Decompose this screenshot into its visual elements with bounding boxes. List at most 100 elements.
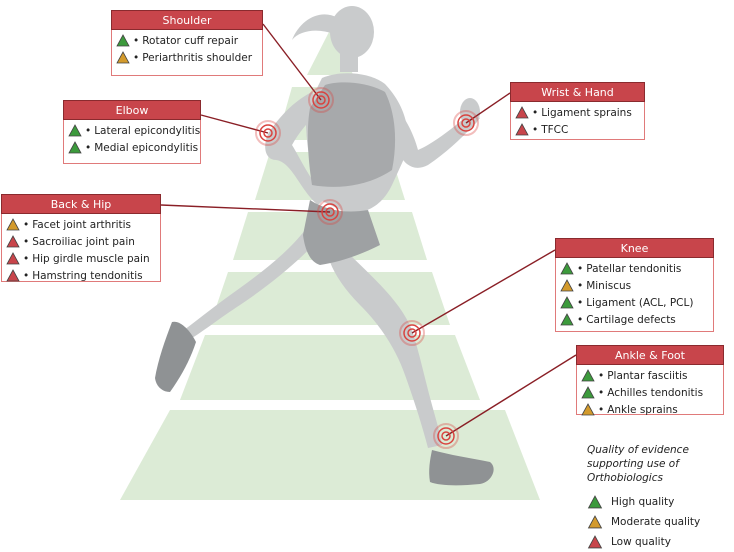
shoulder-target-icon [308,87,334,113]
shoulder-box: Shoulder •Rotator cuff repair•Periarthri… [111,10,263,76]
elbow-title: Elbow [63,100,201,120]
bullet: • [85,124,92,137]
condition-label: Sacroiliac joint pain [32,235,135,248]
high-quality-triangle-icon [560,313,574,326]
runner-illustration [120,6,577,500]
high-quality-triangle-icon [560,296,574,309]
bullet: • [532,123,539,136]
bullet: • [85,141,92,154]
low-quality-triangle-icon [6,235,20,248]
elbow-list: •Lateral epicondylitis•Medial epicondyli… [64,120,200,158]
moderate-quality-triangle-icon [116,51,130,64]
high-quality-triangle-icon [581,386,595,399]
condition-item: •Ankle sprains [581,401,719,418]
condition-label: Patellar tendonitis [586,262,682,275]
condition-item: •Hip girdle muscle pain [6,250,156,267]
condition-item: •Ligament (ACL, PCL) [560,294,709,311]
bullet: • [577,296,584,309]
low-quality-triangle-icon [515,123,529,136]
condition-item: •Plantar fasciitis [581,367,719,384]
legend-item: Low quality [587,532,727,552]
low-quality-triangle-icon [515,106,529,119]
connector-lines [160,23,577,437]
condition-label: Facet joint arthritis [32,218,132,231]
moderate-quality-triangle-icon [6,218,20,231]
legend-label: Low quality [611,536,671,548]
bullet: • [532,106,539,119]
condition-item: •Periarthritis shoulder [116,49,258,66]
back-hip-title: Back & Hip [1,194,161,214]
ankle-foot-box: Ankle & Foot •Plantar fasciitis•Achilles… [576,345,724,416]
shoes [155,321,494,486]
condition-label: Hamstring tendonitis [32,269,143,282]
legend: Quality of evidence supporting use of Or… [587,443,727,552]
bullet: • [598,403,605,416]
condition-label: Lateral epicondylitis [94,124,201,137]
condition-item: •Facet joint arthritis [6,216,156,233]
moderate-quality-triangle-icon [581,403,595,416]
condition-item: •Lateral epicondylitis [68,122,200,139]
condition-label: Miniscus [586,279,632,292]
bullet: • [23,218,30,231]
condition-item: •Cartilage defects [560,311,709,328]
bullet: • [23,252,30,265]
condition-item: •Medial epicondylitis [68,139,199,156]
condition-label: Ligament (ACL, PCL) [586,296,694,309]
condition-label: Plantar fasciitis [607,369,688,382]
knee-title: Knee [555,238,714,258]
knee-box: Knee •Patellar tendonitis•Miniscus•Ligam… [555,238,714,332]
condition-item: •Achilles tendonitis [581,384,719,401]
wrist-hand-title: Wrist & Hand [510,82,645,102]
legend-title: Quality of evidence supporting use of Or… [587,444,689,484]
condition-label: Ankle sprains [607,403,678,416]
knee-list: •Patellar tendonitis•Miniscus•Ligament (… [556,258,713,330]
condition-label: Medial epicondylitis [94,141,199,154]
condition-item: •Patellar tendonitis [560,260,709,277]
legend-label: High quality [611,496,675,508]
high-quality-triangle-icon [116,34,130,47]
wrist-hand-box: Wrist & Hand •Ligament sprains•TFCC [510,82,645,140]
bullet: • [598,369,605,382]
condition-label: Rotator cuff repair [142,34,239,47]
condition-label: Cartilage defects [586,313,676,326]
bullet: • [133,51,140,64]
bullet: • [598,386,605,399]
bullet: • [577,313,584,326]
hip-target-icon [317,199,343,225]
high-quality-triangle-icon [560,262,574,275]
condition-item: •TFCC [515,121,640,138]
condition-item: •Sacroiliac joint pain [6,233,156,250]
high-quality-triangle-icon [68,141,82,154]
shorts-top [303,82,396,265]
condition-item: •Miniscus [560,277,709,294]
back-hip-list: •Facet joint arthritis•Sacroiliac joint … [2,214,160,286]
low-quality-triangle-icon [587,535,603,549]
condition-item: •Hamstring tendonitis [6,267,156,284]
condition-item: •Ligament sprains [515,104,640,121]
ankle-foot-title: Ankle & Foot [576,345,724,365]
condition-label: Ligament sprains [541,106,632,119]
legend-label: Moderate quality [611,516,701,528]
bullet: • [133,34,140,47]
condition-label: TFCC [541,123,569,136]
shoulder-title: Shoulder [111,10,263,30]
bullet: • [577,279,584,292]
ankle-foot-list: •Plantar fasciitis•Achilles tendonitis•A… [577,365,723,420]
ankle-target-icon [433,423,459,449]
elbow-target-icon [255,120,281,146]
wrist-hand-list: •Ligament sprains•TFCC [511,102,644,140]
bullet: • [23,269,30,282]
legend-item: High quality [587,492,727,512]
bullet: • [23,235,30,248]
high-quality-triangle-icon [68,124,82,137]
shoulder-list: •Rotator cuff repair•Periarthritis shoul… [112,30,262,68]
low-quality-triangle-icon [6,252,20,265]
low-quality-triangle-icon [6,269,20,282]
moderate-quality-triangle-icon [560,279,574,292]
elbow-box: Elbow •Lateral epicondylitis•Medial epic… [63,100,201,164]
joint-markers [255,87,479,449]
back-hip-box: Back & Hip •Facet joint arthritis•Sacroi… [1,194,161,282]
condition-label: Periarthritis shoulder [142,51,253,64]
high-quality-triangle-icon [581,369,595,382]
